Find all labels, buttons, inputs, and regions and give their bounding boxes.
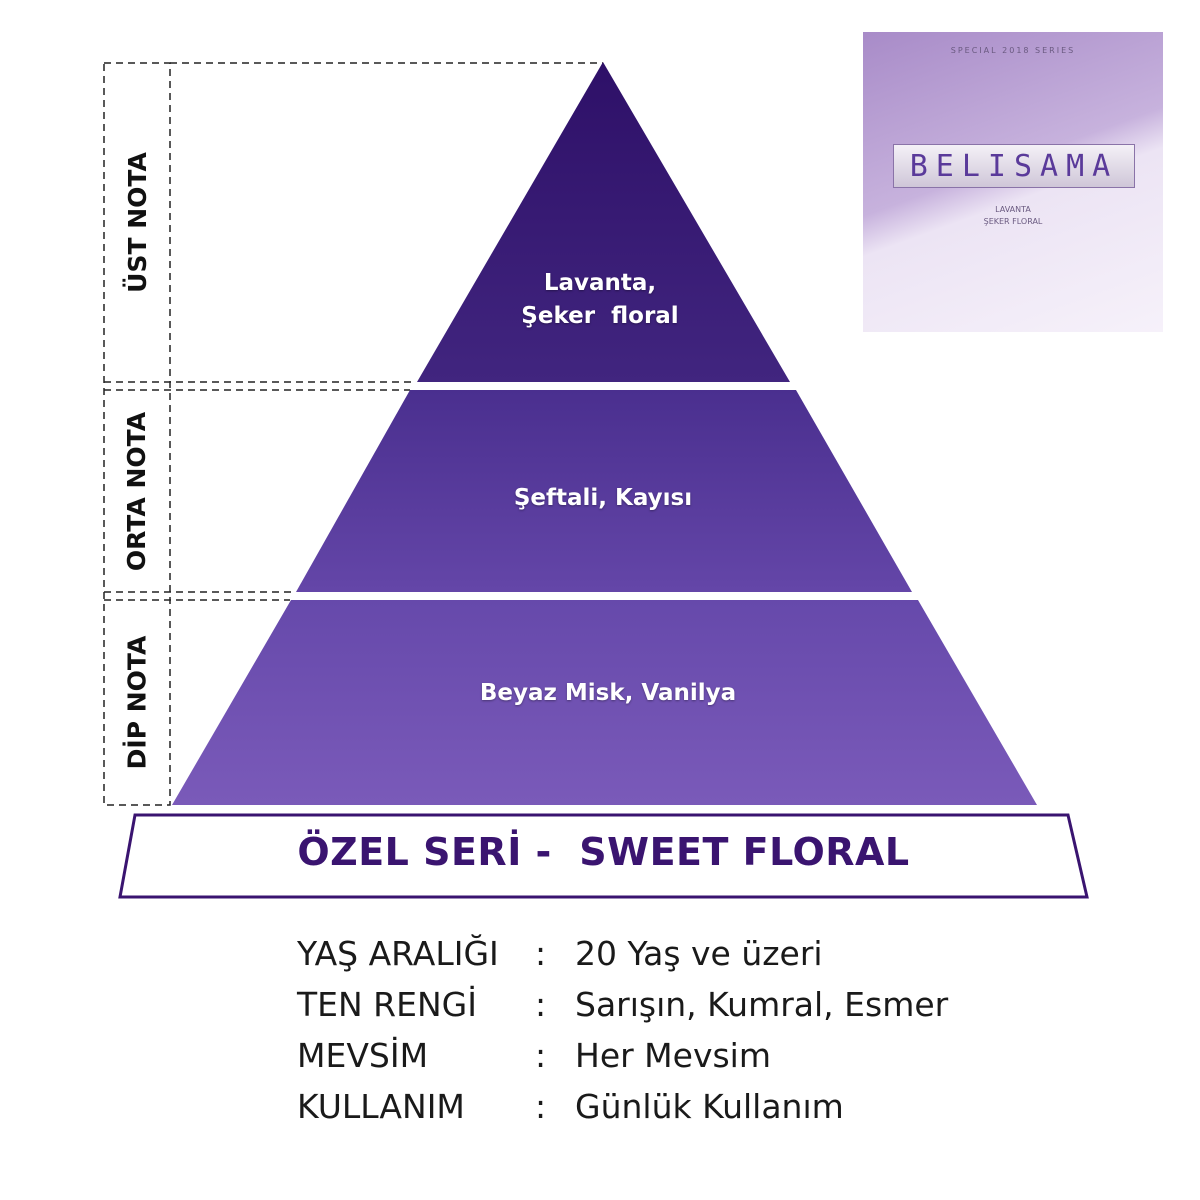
bottom-notes: Beyaz Misk, Vanilya [479,680,737,706]
logo-sub-line2: ŞEKER FLORAL [983,217,1043,226]
info-key: YAŞ ARALIĞI [297,934,499,973]
info-row: KULLANIM: Günlük Kullanım [297,1081,948,1132]
top-notes-line1: Lavanta, [543,270,657,296]
info-key: MEVSİM [297,1036,429,1075]
base-banner [118,813,1089,899]
logo-subtitle: LAVANTA ŞEKER FLORAL [863,204,1163,228]
level-label-bottom: DİP NOTA [104,600,170,805]
pyramid-bottom-level [172,600,1037,805]
info-sep: : [535,1087,547,1126]
info-row: YAŞ ARALIĞI:20 Yaş ve üzeri [297,928,948,979]
info-key: TEN RENGİ [297,985,477,1024]
top-notes: Lavanta, Şeker floral [450,267,750,333]
info-sep: : [535,934,547,973]
info-value: 20 Yaş ve üzeri [575,934,823,973]
logo-ribbon: BELISAMA [893,144,1135,188]
level-label-text: ÜST NOTA [122,152,152,293]
logo-sub-line1: LAVANTA [995,205,1031,214]
info-sep: : [535,1036,547,1075]
info-table: YAŞ ARALIĞI:20 Yaş ve üzeri TEN RENGİ:Sa… [297,928,948,1132]
pyramid-middle-level [296,390,912,592]
logo-top-text: SPECIAL 2018 SERIES [950,46,1076,55]
top-notes-line2: Şeker floral [521,303,679,329]
info-row: MEVSİM: Her Mevsim [297,1030,948,1081]
level-label-text: DİP NOTA [122,635,152,770]
level-label-top: ÜST NOTA [104,63,170,382]
middle-notes: Şeftali, Kayısı [513,485,693,511]
product-image: SPECIAL 2018 SERIES BELISAMA LAVANTA ŞEK… [863,32,1163,332]
info-value: Her Mevsim [575,1036,771,1075]
dashed-guides [103,62,603,806]
pyramid-top-level [417,62,790,382]
info-value: Sarışın, Kumral, Esmer [575,985,949,1024]
series-title: ÖZEL SERİ - SWEET FLORAL [297,830,910,874]
info-value: Günlük Kullanım [575,1087,844,1126]
info-key: KULLANIM [297,1087,465,1126]
level-label-text: ORTA NOTA [122,411,152,571]
info-row: TEN RENGİ: Sarışın, Kumral, Esmer [297,979,948,1030]
logo-brand: BELISAMA [909,148,1119,184]
info-sep: : [535,985,547,1024]
level-label-middle: ORTA NOTA [104,390,170,592]
